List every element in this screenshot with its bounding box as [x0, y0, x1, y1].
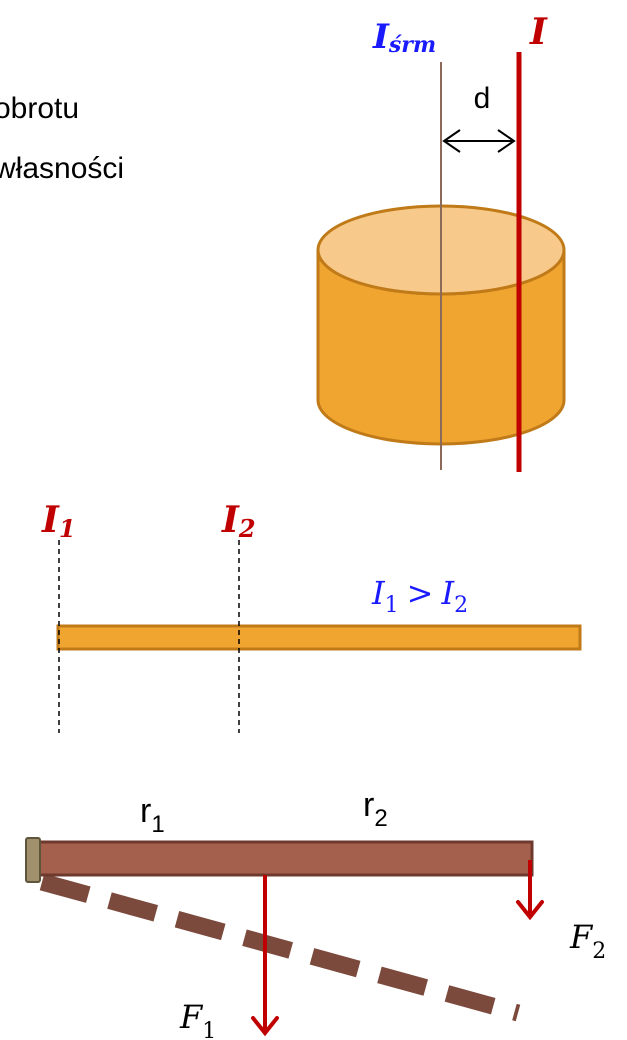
- distance-label: d: [474, 82, 491, 115]
- parallel-axis-label: I: [529, 11, 548, 53]
- force-f2-label: F2: [569, 918, 606, 964]
- rod-axis-1-label: I1: [41, 499, 76, 543]
- force-f1-label: F1: [179, 998, 216, 1040]
- distance-arrow: [442, 129, 516, 153]
- lever-rotated-dashed: [39, 873, 521, 1022]
- force-f1-arrow: [251, 875, 279, 1037]
- rod: [56, 624, 582, 651]
- center-of-mass-axis-label: Iśrm: [372, 17, 436, 58]
- rod-axis-2-label: I2: [221, 499, 256, 543]
- intro-text-line2: własności: [0, 152, 124, 185]
- force-f2-arrow: [516, 860, 544, 921]
- lever-bar: [30, 840, 534, 877]
- moment-relation: I1>I2: [371, 574, 468, 618]
- intro-text-line1: obrotu: [0, 92, 79, 125]
- arm-r2-label: r2: [363, 786, 388, 832]
- arm-r1-label: r1: [140, 792, 165, 838]
- lever-pivot: [25, 837, 41, 883]
